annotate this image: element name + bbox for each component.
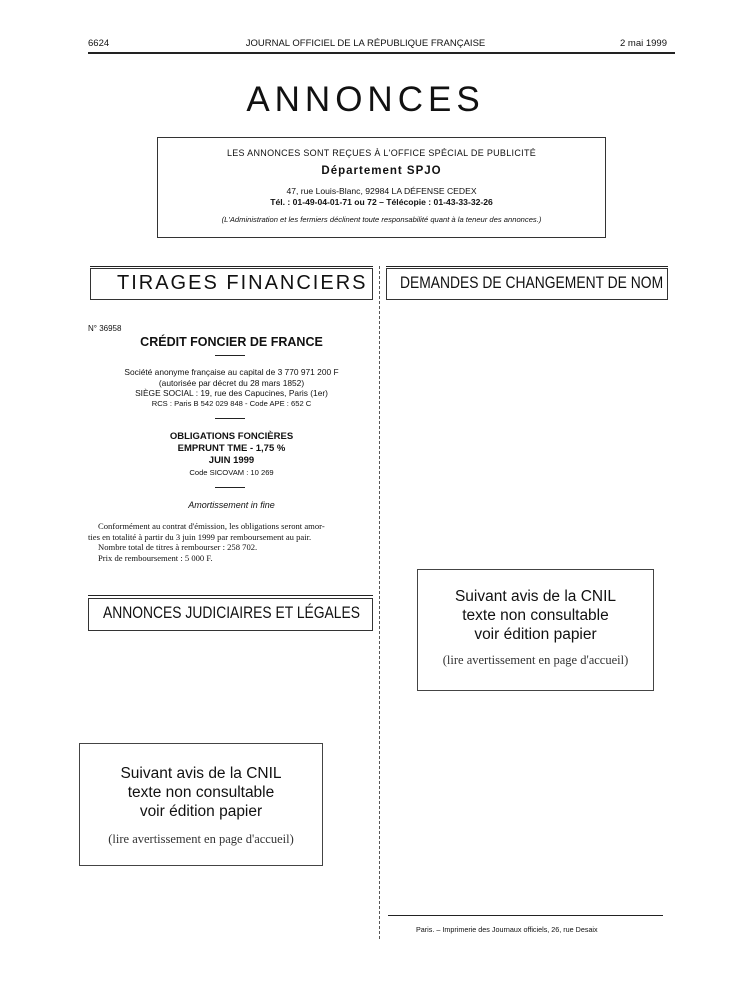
bond-date: JUIN 1999 [208, 455, 255, 466]
journal-title: JOURNAL OFFICIEL DE LA RÉPUBLIQUE FRANÇA… [245, 38, 486, 49]
cnil-warning: (lire avertissement en page d'accueil) [108, 832, 294, 846]
bond-loan: EMPRUNT TME - 1,75 % [177, 443, 286, 454]
notice-phones: Tél. : 01-49-04-01-71 ou 72 – Télécopie … [270, 197, 493, 208]
company-name: CRÉDIT FONCIER DE FRANCE [140, 335, 323, 349]
cnil-line: Suivant avis de la CNIL [454, 588, 617, 605]
company-rcs: RCS : Paris B 542 029 848 - Code APE : 6… [151, 398, 312, 408]
cnil-line: texte non consultable [127, 784, 275, 801]
publicity-notice-box: LES ANNONCES SONT REÇUES À L'OFFICE SPÉC… [157, 137, 606, 238]
notice-number: N° 36958 [88, 324, 122, 333]
cnil-line: Suivant avis de la CNIL [120, 765, 282, 782]
company-seat: SIÈGE SOCIAL : 19, rue des Capucines, Pa… [135, 388, 328, 398]
section-tirages-financiers: TIRAGES FINANCIERS [90, 268, 373, 300]
page-number: 6624 [88, 38, 110, 49]
notice-department: Département SPJO [321, 165, 442, 177]
notice-line: LES ANNONCES SONT REÇUES À L'OFFICE SPÉC… [226, 148, 537, 158]
footer-rule [388, 915, 663, 916]
notice-address: 47, rue Louis-Blanc, 92984 LA DÉFENSE CE… [286, 185, 477, 196]
company-capital: Société anonyme française au capital de … [124, 367, 339, 377]
bond-code: Code SICOVAM : 10 269 [189, 468, 274, 477]
cnil-line: texte non consultable [462, 607, 609, 624]
section-rule [88, 595, 373, 596]
divider [215, 418, 245, 419]
section-demandes-changement-nom: DEMANDES DE CHANGEMENT DE NOM [386, 268, 668, 300]
amortization-heading: Amortissement in fine [188, 500, 275, 510]
cnil-line: voir édition papier [474, 626, 597, 643]
cnil-notice-box: Suivant avis de la CNIL texte non consul… [79, 743, 323, 866]
section-annonces-judiciaires: ANNONCES JUDICIAIRES ET LÉGALES [88, 598, 373, 631]
section-rule [386, 266, 668, 267]
cnil-notice-box: Suivant avis de la CNIL texte non consul… [417, 569, 654, 691]
body-line: Nombre total de titres à rembourser : 25… [98, 542, 258, 552]
header-rule [88, 52, 675, 54]
notice-disclaimer: (L'Administration et les fermiers déclin… [221, 214, 542, 224]
page-title: ANNONCES [246, 80, 485, 119]
divider [215, 487, 245, 488]
body-line: ties en totalité à partir du 3 juin 1999… [88, 531, 312, 542]
bond-title: OBLIGATIONS FONCIÈRES [169, 431, 294, 442]
divider [215, 355, 245, 356]
bond-details: OBLIGATIONS FONCIÈRES EMPRUNT TME - 1,75… [90, 431, 373, 479]
notice-body: Conformément au contrat d'émission, les … [88, 521, 378, 563]
cnil-line: voir édition papier [139, 803, 263, 820]
printer-footer: Paris. – Imprimerie des Journaux officie… [416, 925, 598, 934]
company-details: Société anonyme française au capital de … [90, 367, 373, 409]
company-decree: (autorisée par décret du 28 mars 1852) [158, 377, 305, 388]
body-line: Conformément au contrat d'émission, les … [98, 521, 325, 531]
section-rule [90, 266, 373, 267]
issue-date: 2 mai 1999 [620, 38, 668, 49]
body-line: Prix de remboursement : 5 000 F. [98, 552, 213, 563]
cnil-warning: (lire avertissement en page d'accueil) [442, 653, 629, 667]
column-divider [379, 266, 380, 939]
